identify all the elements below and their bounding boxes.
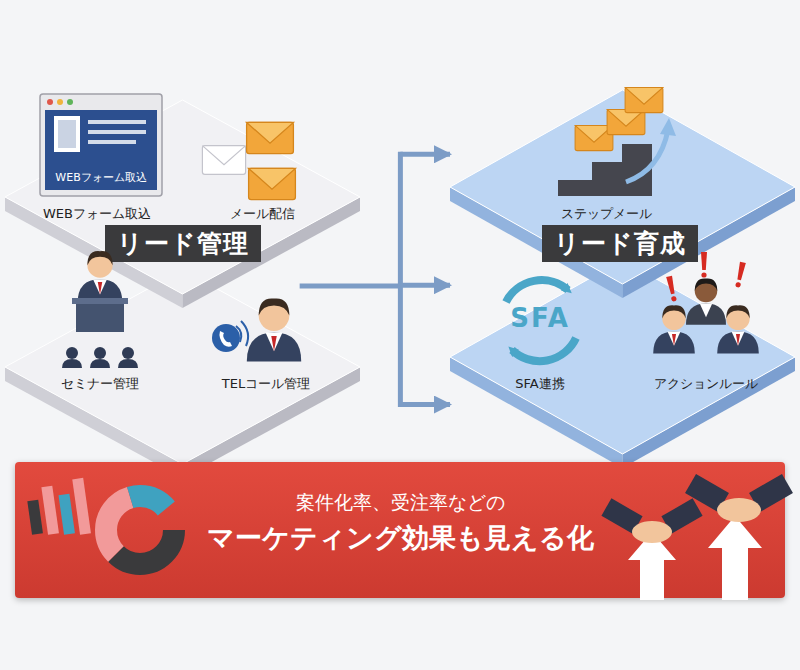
item-caption: SFA連携 bbox=[515, 375, 564, 393]
result-band: 案件化率、受注率などのマーケティング効果も見える化 bbox=[15, 462, 785, 598]
action-people-icon bbox=[701, 252, 707, 278]
item-caption: TELコール管理 bbox=[222, 375, 310, 393]
seminar-icon bbox=[72, 298, 128, 304]
node-text: マーケティング効果も見える化 bbox=[15, 520, 785, 556]
node-title: リード育成 bbox=[542, 225, 698, 262]
item-caption: メール配信 bbox=[230, 205, 295, 223]
connector-line bbox=[300, 284, 401, 289]
node-title: リード管理 bbox=[105, 225, 261, 262]
sfa-mark: SFA bbox=[510, 303, 570, 333]
monitor-icon bbox=[47, 99, 53, 105]
platform-shape bbox=[450, 85, 795, 470]
connector-line bbox=[400, 152, 450, 157]
lead-nurturing-platform: リード育成 bbox=[450, 85, 795, 470]
lead-management-platform: リード管理 bbox=[5, 95, 360, 485]
item-caption: セミナー管理 bbox=[61, 375, 139, 393]
connector-line bbox=[400, 402, 450, 407]
monitor-icon bbox=[88, 120, 146, 124]
item-caption: ステップメール bbox=[561, 205, 652, 223]
connector-line bbox=[400, 283, 450, 288]
monitor-icon bbox=[58, 120, 76, 148]
item-caption: アクションルール bbox=[654, 375, 758, 393]
action-people-icon bbox=[735, 262, 746, 288]
item-caption: WEBフォーム取込 bbox=[43, 205, 151, 223]
monitor-icon bbox=[54, 116, 80, 152]
monitor-icon bbox=[57, 99, 63, 105]
node-title: 案件化率、受注率などの bbox=[15, 490, 785, 516]
item-caption: WEBフォーム取込 bbox=[55, 170, 146, 185]
platform-shape bbox=[5, 95, 360, 485]
monitor-icon bbox=[67, 99, 73, 105]
connector-line bbox=[398, 152, 403, 407]
